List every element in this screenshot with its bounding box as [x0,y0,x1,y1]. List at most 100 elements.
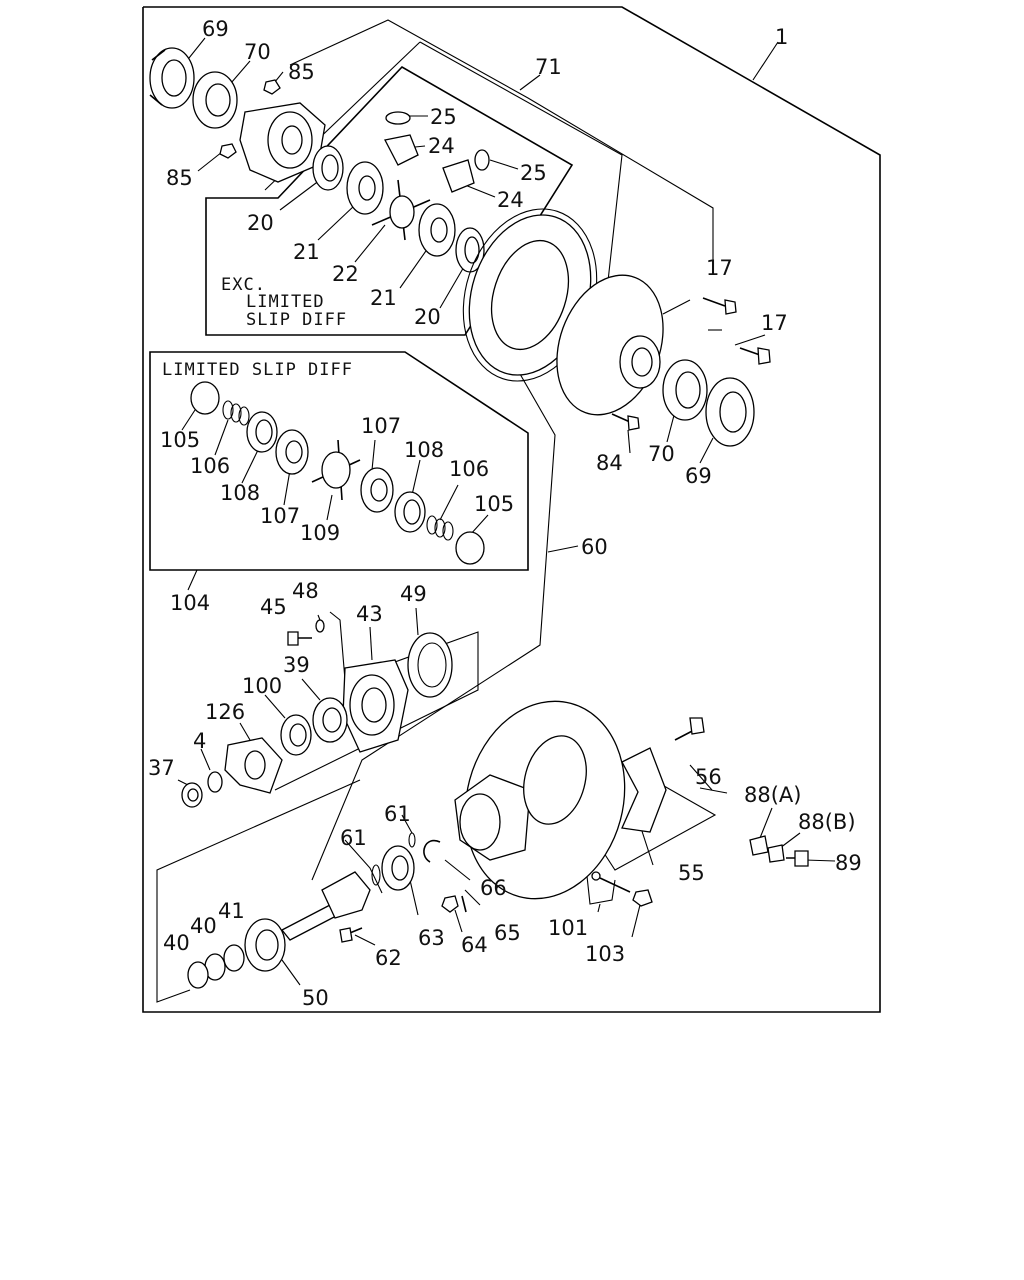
label-21: 21 [293,240,320,264]
label-60: 60 [581,535,608,559]
part-carrier-housing [454,700,626,900]
label-109: 109 [300,521,340,545]
label-56: 56 [695,765,722,789]
label-22: 22 [332,262,359,286]
label-69: 69 [685,464,712,488]
part-105-gear-left [190,381,220,415]
limited-slip-diff-frame [149,351,529,571]
part-69-oil-seal-right [705,377,755,447]
label-41: 41 [218,899,245,923]
part-70-bearing-left [192,71,238,129]
part-106-spring-right [426,515,454,541]
label-65: 65 [494,921,521,945]
part-107-cone-right [360,467,394,513]
label-43: 43 [356,602,383,626]
part-66-snap-ring [423,839,441,863]
part-106-spring-left [222,400,250,426]
label-66: 66 [480,876,507,900]
exc-limited-slip-frame [205,65,574,336]
part-69-oil-seal-left [149,47,195,109]
label-71: 71 [535,55,562,79]
note-exc: EXC. [221,275,266,295]
label-63: 63 [418,926,445,950]
label-45: 45 [260,595,287,619]
part-65-pin [461,895,467,913]
part-41-shim [223,944,245,972]
label-1: 1 [775,25,788,49]
part-4-washer [207,771,223,793]
label-108: 108 [220,481,260,505]
part-49-gasket [407,632,453,698]
part-21-side-gear-right [418,203,456,257]
label-126: 126 [205,700,245,724]
part-25-washer-top [385,111,411,125]
label-17: 17 [706,256,733,280]
label-88a: 88(A) [744,783,801,807]
part-103-nut [632,889,653,907]
part-17-bolt-lower [739,347,771,365]
part-37-nut [181,782,203,808]
part-109-pinion-assembly [311,439,361,501]
part-48-washer [315,619,325,633]
note-slip-diff: SLIP DIFF [246,310,347,330]
limited-slip-diff-title: LIMITED SLIP DIFF [162,360,353,380]
label-105: 105 [474,492,514,516]
part-62-bolt [339,927,363,943]
part-25-washer-right [474,149,490,171]
label-108: 108 [404,438,444,462]
label-103: 103 [585,942,625,966]
part-21-side-gear-left [346,161,384,215]
part-108-ring-right [394,491,426,533]
part-100-seal [280,714,312,756]
part-24-pinion-gear-right [442,159,475,193]
part-diff-case [239,102,326,183]
label-107: 107 [361,414,401,438]
label-85: 85 [288,60,315,84]
label-39: 39 [283,653,310,677]
label-61: 61 [384,802,411,826]
part-64-nut [441,895,459,913]
part-24-pinion-gear-top [384,134,419,166]
exc-limited-slip-note: EXC. LIMITED SLIP DIFF [221,275,347,330]
part-108-ring-left [246,411,278,453]
part-85-nut-top [263,79,281,95]
label-84: 84 [596,451,623,475]
label-85: 85 [166,166,193,190]
part-107-cone-left [275,429,309,475]
label-4: 4 [193,729,206,753]
label-88b: 88(B) [798,810,856,834]
note-limited: LIMITED [246,292,325,312]
label-50: 50 [302,986,329,1010]
part-61-shim-right [408,832,416,848]
part-85-nut-left [219,143,237,159]
label-104: 104 [170,591,210,615]
part-56-bolt [674,717,705,741]
label-24: 24 [497,188,524,212]
part-89-bolt [786,850,809,867]
label-21: 21 [370,286,397,310]
label-40: 40 [163,931,190,955]
part-45-bolt [287,631,312,646]
label-61: 61 [340,826,367,850]
label-37: 37 [148,756,175,780]
part-50-bearing [244,918,286,972]
part-88-plates [749,835,785,863]
label-24: 24 [428,134,455,158]
leader-lines [156,19,836,1003]
label-69: 69 [202,17,229,41]
label-107: 107 [260,504,300,528]
label-25: 25 [430,105,457,129]
part-40-shim-b [187,961,209,989]
part-55-bearing-cap [621,747,667,833]
part-84-bolt [611,413,640,431]
part-61-shim-left [371,864,381,886]
outer-frame [142,6,881,1013]
part-20-thrust-washer-left [312,145,344,191]
part-63-bearing [381,845,415,891]
part-number-labels: 1 69 70 85 85 71 25 24 25 24 20 21 22 21… [148,17,862,1010]
label-49: 49 [400,582,427,606]
label-106: 106 [449,457,489,481]
label-25: 25 [520,161,547,185]
label-100: 100 [242,674,282,698]
